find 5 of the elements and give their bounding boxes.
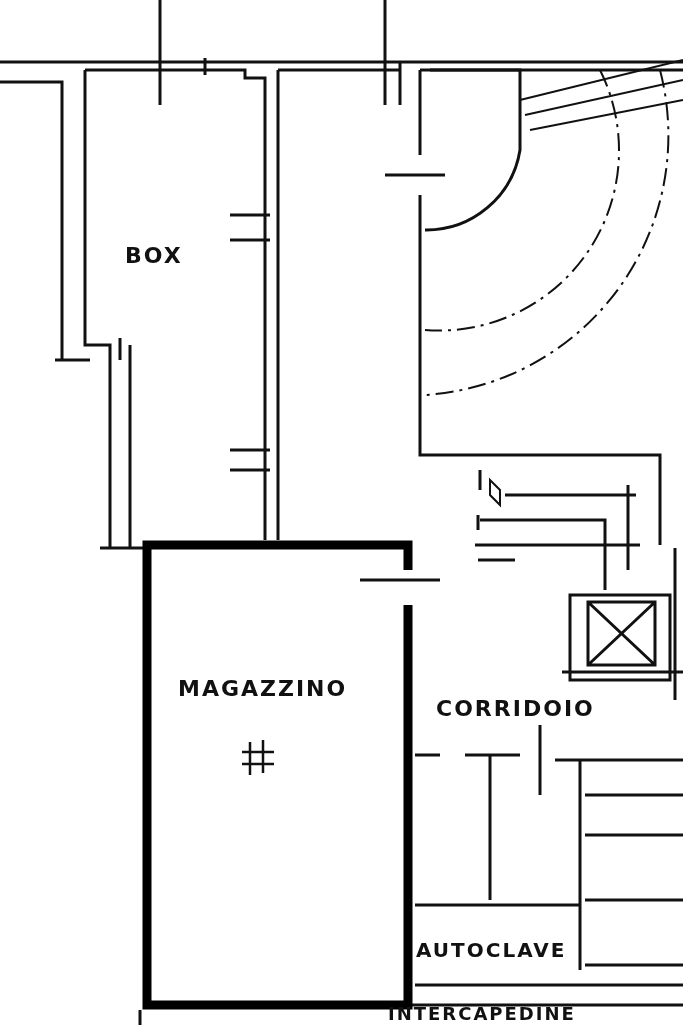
- room-label: MAGAZZINO: [178, 678, 348, 700]
- room-label: BOX: [125, 245, 183, 267]
- room-label: INTERCAPEDINE: [388, 1005, 576, 1023]
- room-label: AUTOCLAVE: [416, 940, 567, 960]
- room-label: CORRIDOIO: [436, 698, 595, 720]
